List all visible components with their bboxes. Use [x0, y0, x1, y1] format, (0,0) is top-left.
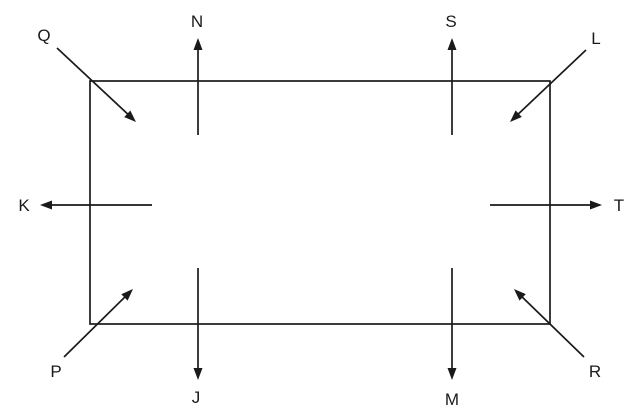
arrow-l-head [510, 110, 522, 122]
arrow-k-head [40, 200, 52, 210]
arrow-j-head [193, 368, 203, 380]
arrow-s-head [447, 38, 457, 50]
arrow-l-line [512, 49, 587, 120]
label-t: T [614, 196, 624, 215]
arrow-m-head [447, 368, 457, 380]
arrow-p-head [121, 289, 133, 301]
label-q: Q [37, 26, 50, 45]
arrow-n-head [193, 38, 203, 50]
label-j: J [192, 388, 201, 407]
label-l: L [591, 29, 600, 48]
label-r: R [589, 362, 601, 381]
label-p: P [50, 362, 61, 381]
arrow-p-line [63, 291, 131, 358]
label-k: K [18, 196, 30, 215]
label-s: S [445, 12, 456, 31]
arrow-t-head [590, 200, 602, 210]
arrow-r-head [514, 289, 526, 301]
arrow-r-line [516, 291, 585, 358]
rectangle-body [89, 80, 551, 325]
arrow-q-head [124, 110, 136, 122]
label-n: N [191, 12, 203, 31]
arrow-q-line [56, 47, 134, 120]
label-m: M [445, 390, 459, 409]
